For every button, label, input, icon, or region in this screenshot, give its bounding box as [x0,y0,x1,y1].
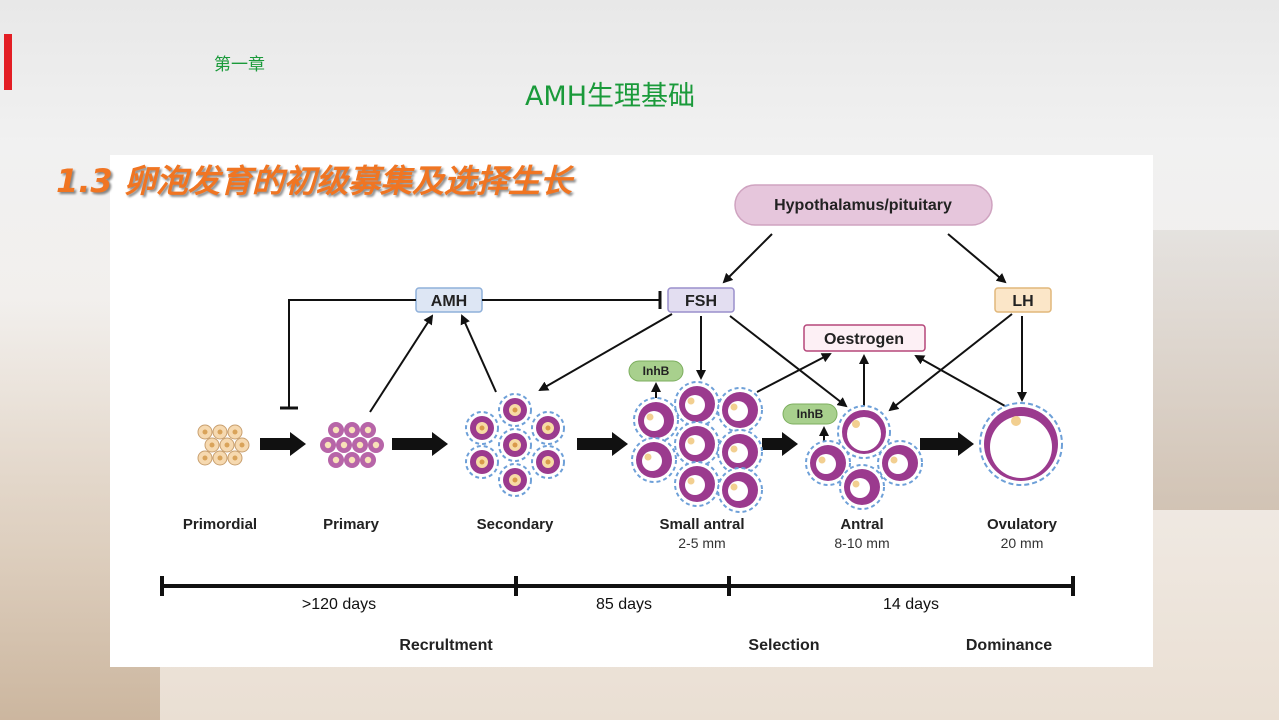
stage-label-primordial: Primordial [183,516,257,533]
inhb-label-1: InhB [643,364,670,378]
phase-recruitment: Recrultment [399,637,493,654]
stage-label-small-antral: Small antral [659,516,744,533]
stage-size-antral: 8-10 mm [834,535,889,551]
fsh-box [667,287,735,313]
ovulatory-follicle [979,402,1063,486]
stage-label-primary: Primary [323,516,380,533]
timeline-axis [160,576,1075,596]
inhb-badge-2 [782,403,838,425]
accent-bar [4,34,12,90]
page-title: AMH生理基础 [524,81,696,112]
phase-dominance: Dominance [966,637,1052,654]
lh-box [994,287,1052,313]
hormone-arrows [280,233,1027,444]
oestrogen-label: Oestrogen [824,331,904,348]
inhb-label-2: InhB [797,407,824,421]
stage-size-ovulatory: 20 mm [1001,535,1044,551]
fsh-label: FSH [685,293,717,310]
lh-label: LH [1012,293,1033,310]
phase-selection: Selection [748,637,819,654]
primary-follicles [320,422,384,468]
small-antral-follicles [631,381,763,513]
duration-selection: 85 days [596,596,652,613]
stage-label-ovulatory: Ovulatory [987,516,1058,533]
duration-dominance: 14 days [883,596,939,613]
duration-recruitment: >120 days [302,596,376,613]
hypothalamus-label: Hypothalamus/pituitary [774,197,952,214]
background-cityscape-right [1149,230,1279,510]
hypothalamus-box [734,184,993,226]
inhb-badge-1 [628,360,684,382]
section-title: 1.3 卵泡发育的初级募集及选择生长 [56,162,572,200]
primordial-follicles [197,424,250,466]
stage-label-antral: Antral [840,516,883,533]
oestrogen-box [803,324,926,352]
antral-follicles [805,405,923,510]
progression-arrows [260,432,974,456]
stage-label-secondary: Secondary [477,516,554,533]
diagram-panel [110,155,1153,667]
stage-size-small-antral: 2-5 mm [678,535,725,551]
chapter-label: 第一章 [214,55,265,75]
secondary-follicles [465,393,565,497]
amh-label: AMH [431,293,467,310]
